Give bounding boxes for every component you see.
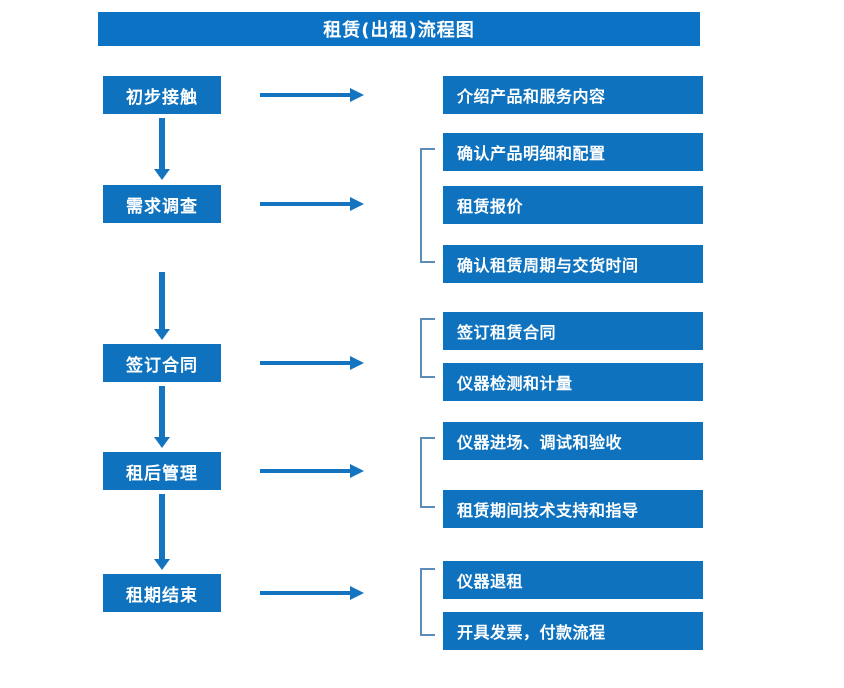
group-bracket-4	[420, 568, 435, 636]
detail-box-9[interactable]: 仪器退租	[443, 561, 703, 599]
detail-box-7[interactable]: 仪器进场、调试和验收	[443, 422, 703, 460]
detail-box-10[interactable]: 开具发票，付款流程	[443, 612, 703, 650]
stage-box-5[interactable]: 租期结束	[103, 574, 221, 612]
flow-arrow-down-4	[154, 494, 170, 570]
stage-box-1[interactable]: 初步接触	[103, 76, 221, 114]
detail-arrow-right-1	[260, 88, 364, 102]
chart-title: 租赁(出租)流程图	[98, 12, 700, 46]
stage-box-3[interactable]: 签订合同	[103, 344, 221, 382]
detail-arrow-right-2	[260, 197, 364, 211]
group-bracket-2	[420, 318, 435, 378]
detail-box-2[interactable]: 确认产品明细和配置	[443, 133, 703, 171]
flow-arrow-down-3	[154, 386, 170, 448]
detail-box-5[interactable]: 签订租赁合同	[443, 312, 703, 350]
flow-arrow-down-1	[154, 118, 170, 180]
detail-box-6[interactable]: 仪器检测和计量	[443, 363, 703, 401]
group-bracket-3	[420, 437, 435, 508]
detail-box-8[interactable]: 租赁期间技术支持和指导	[443, 490, 703, 528]
stage-box-2[interactable]: 需求调查	[103, 185, 221, 223]
flow-arrow-down-2	[154, 272, 170, 340]
group-bracket-1	[420, 148, 435, 263]
detail-box-4[interactable]: 确认租赁周期与交货时间	[443, 245, 703, 283]
detail-box-3[interactable]: 租赁报价	[443, 186, 703, 224]
detail-arrow-right-4	[260, 464, 364, 478]
detail-arrow-right-3	[260, 356, 364, 370]
detail-box-1[interactable]: 介绍产品和服务内容	[443, 76, 703, 114]
stage-box-4[interactable]: 租后管理	[103, 452, 221, 490]
detail-arrow-right-5	[260, 586, 364, 600]
